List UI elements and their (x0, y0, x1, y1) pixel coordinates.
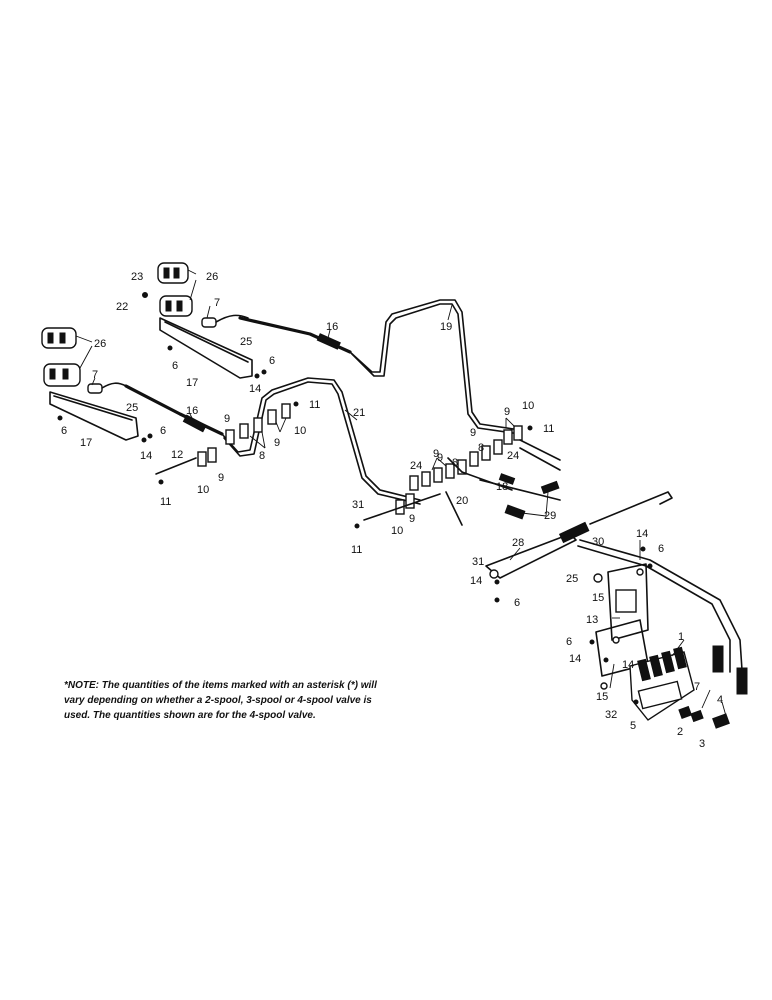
callout-14: 14 (249, 383, 261, 395)
callout-28: 28 (512, 537, 524, 549)
callout-11: 11 (351, 544, 362, 556)
callout-7: 7 (694, 681, 700, 693)
callout-10: 10 (522, 400, 534, 412)
control-valve (629, 646, 730, 729)
callout-17: 17 (80, 437, 92, 449)
callout-6: 6 (269, 355, 275, 367)
callout-11: 11 (543, 423, 554, 435)
callout-14: 14 (470, 575, 482, 587)
callout-11: 11 (160, 496, 171, 508)
callout-9: 9 (409, 513, 415, 525)
callout-6: 6 (566, 636, 572, 648)
callout-10: 10 (294, 425, 306, 437)
callout-19: 19 (440, 321, 452, 333)
hardware-dots (57, 292, 653, 690)
callout-29: 29 (544, 510, 556, 522)
callout-6: 6 (514, 597, 520, 609)
callout-15: 15 (596, 691, 608, 703)
callout-13: 13 (586, 614, 598, 626)
callout-9: 9 (433, 448, 439, 460)
clamp-stack-left (155, 401, 299, 485)
callout-17: 17 (186, 377, 198, 389)
mount-bracket-28 (485, 533, 577, 579)
upper-lever-assembly (157, 262, 521, 435)
callout-6: 6 (61, 425, 67, 437)
callout-8: 8 (259, 450, 265, 462)
callout-32: 32 (605, 709, 617, 721)
callout-2: 2 (677, 726, 683, 738)
callout-21: 21 (353, 407, 365, 419)
callout-7: 7 (214, 297, 220, 309)
callout-25: 25 (240, 336, 252, 348)
callout-5: 5 (630, 720, 636, 732)
callout-9: 9 (437, 452, 443, 464)
callout-7: 7 (92, 369, 98, 381)
callout-20: 20 (456, 495, 468, 507)
callout-25: 25 (566, 573, 578, 585)
callout-14: 14 (636, 528, 648, 540)
callout-23: 23 (131, 271, 143, 283)
callout-3: 3 (699, 738, 705, 750)
callout-10: 10 (197, 484, 209, 496)
callout-14: 14 (140, 450, 152, 462)
callout-31: 31 (472, 556, 484, 568)
callout-24: 24 (410, 460, 422, 472)
callout-9: 9 (470, 427, 476, 439)
callout-15: 15 (592, 592, 604, 604)
callout-30: 30 (592, 536, 604, 548)
callout-22: 22 (116, 301, 128, 313)
callout-9: 9 (224, 413, 230, 425)
callout-8: 8 (478, 442, 484, 454)
leader-lines (75, 269, 727, 717)
callout-11: 11 (309, 399, 320, 411)
callout-4: 4 (717, 694, 723, 706)
callout-numbers: 1 2 3 4 5 6 6 6 6 6 6 6 7 7 7 8 8 8 9 9 … (61, 271, 723, 750)
callout-18: 18 (496, 481, 508, 493)
callout-6: 6 (172, 360, 178, 372)
callout-24: 24 (507, 450, 519, 462)
asterisk-note: *NOTE: The quantities of the items marke… (64, 680, 377, 721)
callout-8: 8 (452, 457, 458, 469)
callout-26: 26 (206, 271, 218, 283)
callout-25: 25 (126, 402, 138, 414)
callout-1: 1 (678, 631, 684, 643)
callout-14: 14 (569, 653, 581, 665)
callout-14: 14 (622, 659, 634, 671)
callout-6: 6 (160, 425, 166, 437)
cable-ends (363, 439, 748, 695)
callout-9: 9 (504, 406, 510, 418)
callout-26: 26 (94, 338, 106, 350)
callout-6: 6 (658, 543, 664, 555)
callout-12: 12 (171, 449, 183, 461)
lower-lever-assembly (41, 327, 421, 505)
callout-9: 9 (218, 472, 224, 484)
callout-31: 31 (352, 499, 364, 511)
callout-9: 9 (274, 437, 280, 449)
callout-16: 16 (326, 321, 338, 333)
callout-10: 10 (391, 525, 403, 537)
callout-16: 16 (186, 405, 198, 417)
